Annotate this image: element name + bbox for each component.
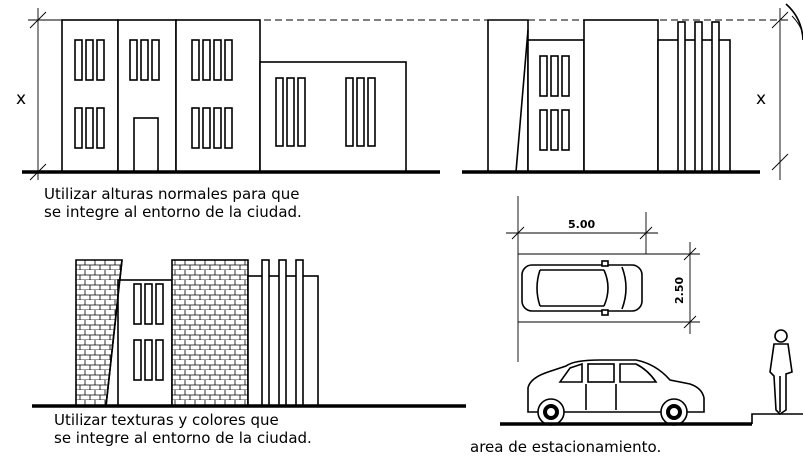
vertical-fin — [677, 21, 686, 173]
building-block — [583, 19, 659, 173]
parking-space-plan: 5.00 2.50 — [506, 196, 700, 362]
brick-textured-block — [171, 259, 249, 407]
caption-textures-line1: Utilizar texturas y colores que — [54, 411, 279, 429]
elevation-same-height: x — [66, 3, 803, 180]
vertical-fin — [261, 259, 270, 407]
vertical-fin — [278, 259, 287, 407]
car-top-view — [521, 260, 643, 316]
height-label-left: x — [16, 89, 26, 109]
vertical-fin — [295, 259, 304, 407]
building-block — [175, 19, 261, 173]
elevation-textures — [32, 259, 466, 408]
height-label-right: x — [756, 89, 766, 109]
caption-heights-line1: Utilizar alturas normales para que — [44, 185, 300, 203]
building-block — [527, 39, 585, 173]
car-width-label: 2.50 — [673, 277, 686, 304]
person-figure — [769, 329, 793, 416]
building-block — [61, 19, 119, 173]
building-block — [117, 19, 177, 173]
vertical-fin — [711, 21, 720, 173]
brick-textured-block — [75, 259, 123, 407]
car-side-view — [527, 359, 705, 426]
caption-parking: area de estacionamiento. — [470, 438, 661, 456]
caption-heights-line2: se integre al entorno de la ciudad. — [44, 203, 302, 221]
building-block-low — [259, 61, 407, 173]
elevation-normal-heights: x — [16, 8, 440, 181]
caption-textures-line2: se integre al entorno de la ciudad. — [54, 429, 312, 447]
car-length-label: 5.00 — [568, 218, 595, 231]
sidewalk-curb — [751, 413, 803, 424]
vertical-fin — [694, 21, 703, 173]
